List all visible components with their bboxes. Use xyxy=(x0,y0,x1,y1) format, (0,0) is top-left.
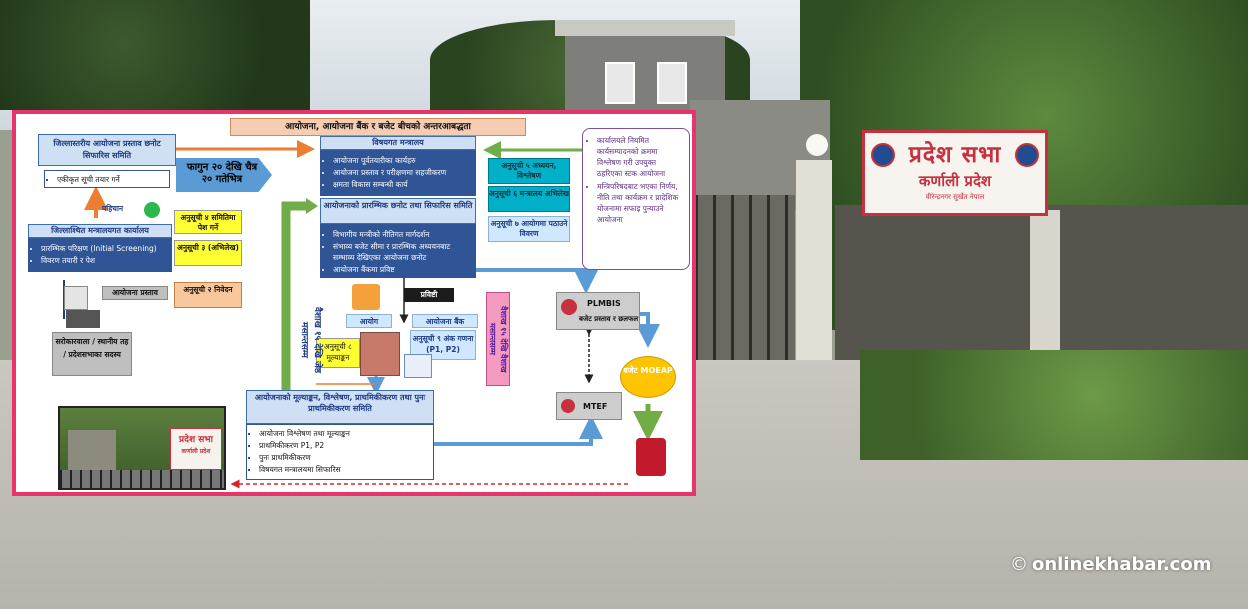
iron-gate xyxy=(695,195,795,360)
watermark-text: onlinekhabar.com xyxy=(1032,554,1212,575)
list-item: एकीकृत सूची तयार गर्ने xyxy=(57,174,165,185)
annex8-label: अनुसूची ८ मूल्याङ्कन xyxy=(316,338,360,368)
sign-title: प्रदेश सभा xyxy=(908,142,1002,168)
inset-gate xyxy=(60,470,224,488)
list-item: कार्यालयले नियमित कार्यसम्पादनको क्रममा … xyxy=(597,135,683,179)
assembly-photo-inset: प्रदेश सभा कर्णाली प्रदेश xyxy=(58,406,226,490)
arrow-ministry-to-plmbis xyxy=(476,268,598,294)
stakeholders-label: सरोकारवाला / स्थानीय तह / प्रदेशसभाका सद… xyxy=(52,332,132,376)
ministry-committee-list: विभागीय मन्त्रीको नीतिगत मार्गदर्शन संभा… xyxy=(320,224,476,278)
annex4-label: अनुसूची ४ समितिमा पेश गर्ने xyxy=(174,210,242,234)
list-item: विभागीय मन्त्रीको नीतिगत मार्गदर्शन xyxy=(333,229,471,240)
inset-sign-title: प्रदेश सभा xyxy=(179,435,213,445)
plmbis-label: PLMBIS xyxy=(587,299,621,308)
list-item: आयोजना बैंकमा प्रविष्ट xyxy=(333,264,471,275)
lamp-globe xyxy=(806,134,828,156)
date-range-arrow: फागुन २० देखि चैत्र २० गतेभित्र xyxy=(176,158,272,192)
ministry-list: आयोजना पूर्वतयारीका कार्यहरु आयोजना प्रस… xyxy=(320,150,476,196)
house-window xyxy=(605,62,635,104)
computer-user-icon xyxy=(352,284,380,310)
list-item: पुनः प्राथमिकीकरण xyxy=(259,452,429,463)
gate-pillar xyxy=(796,160,832,370)
arrow-eval-to-mtef xyxy=(434,415,603,446)
list-item: आयोजना विश्लेषण तथा मूल्याङ्कन xyxy=(259,428,429,439)
annex5-label: अनुसूची ५ अध्ययन, विश्लेषण xyxy=(488,158,570,184)
annex9-label: अनुसूची ९ अंक गणना (P1, P2) xyxy=(410,330,476,360)
house-roof xyxy=(555,20,735,36)
identification-label: पहिचान xyxy=(102,204,124,213)
emblem-icon xyxy=(561,299,577,315)
list-item: आयोजना पूर्वतयारीका कार्यहरु xyxy=(333,155,471,166)
annex2-label: अनुसूची २ निवेदन xyxy=(174,282,242,308)
assembly-sign: प्रदेश सभा कर्णाली प्रदेश वीरेन्द्रनगर स… xyxy=(862,130,1048,216)
refresh-icon xyxy=(144,202,160,218)
list-item: विषयगत मन्त्रालयमा सिफारिस xyxy=(259,464,429,475)
list-item: आयोजना प्रस्ताव र परीक्षणमा सहजीकरण xyxy=(333,167,471,178)
annex3-label: अनुसूची ३ (अभिलेख) xyxy=(174,240,242,266)
district-office-list: प्रारम्भिक परिक्षण (Initial Screening) व… xyxy=(28,238,172,272)
sign-address: वीरेन्द्रनगर सुर्खेत नेपाल xyxy=(925,193,985,201)
project-bank-label: आयोजना बैंक xyxy=(412,314,478,328)
plmbis-box: PLMBIS बजेट प्रस्ताव र छलफल xyxy=(556,292,640,330)
emblem-icon xyxy=(561,399,575,413)
ministry-title: विषयगत मन्त्रालय xyxy=(320,136,476,150)
evaluation-committee-title: आयोजनाको मूल्याङ्कन, विश्लेषण, प्राथमिकी… xyxy=(246,390,434,424)
annex7-label: अनुसूची ७ आयोगमा पठाउने विवरण xyxy=(488,216,570,242)
project-proposal-label: आयोजना प्रस्ताव xyxy=(102,286,168,300)
district-committee-list: एकीकृत सूची तयार गर्ने xyxy=(44,170,170,188)
flow-diagram: आयोजना, आयोजना बैंक र बजेट बीचको अन्तरआब… xyxy=(12,110,696,496)
list-item: प्रारम्भिक परिक्षण (Initial Screening) xyxy=(41,243,167,254)
inset-sign-subtitle: कर्णाली प्रदेश xyxy=(181,448,211,455)
list-item: मन्त्रिपरिषदबाट भएका निर्णय, नीति तथा का… xyxy=(597,181,683,225)
ministry-committee-title: आयोजनाको प्रारम्भिक छनोट तथा सिफारिस समि… xyxy=(320,198,476,224)
emblem-icon xyxy=(1015,143,1039,167)
vaishakh-window: वैशाख १५ देखि वैशाख मसान्तसम्म xyxy=(486,292,510,386)
emblem-icon xyxy=(871,143,895,167)
plmbis-subtitle: बजेट प्रस्ताव र छलफल xyxy=(579,315,639,323)
building-icon xyxy=(66,310,100,328)
flow-arrows xyxy=(63,140,663,489)
list-item: प्राथमिकीकरण P1, P2 xyxy=(259,440,429,451)
sign-subtitle: कर्णाली प्रदेश xyxy=(918,172,992,190)
mtef-label: MTEF xyxy=(583,402,608,411)
moeap-circle: बजेट MOEAP xyxy=(620,356,676,398)
parliament-member-icon xyxy=(636,438,666,476)
arrow-eval-to-ministry xyxy=(281,201,308,396)
gate-pillar xyxy=(1030,210,1060,360)
diagram-title: आयोजना, आयोजना बैंक र बजेट बीचको अन्तरआब… xyxy=(230,118,526,136)
chart-icon xyxy=(404,354,432,378)
trees-left xyxy=(0,0,310,110)
list-item: संभाव्य बजेट सीमा र प्रारम्भिक अध्ययनबाट… xyxy=(333,241,471,263)
copyright-icon: © xyxy=(1010,554,1028,575)
grass xyxy=(860,350,1248,460)
house-window xyxy=(657,62,687,104)
commission-label: आयोग xyxy=(346,314,392,328)
notes-panel: कार्यालयले नियमित कार्यसम्पादनको क्रममा … xyxy=(582,128,690,270)
baisakh-deadline: वैशाख १५ देखि जेष्ठ मसान्तसम्म xyxy=(299,306,322,374)
document-icon xyxy=(64,286,88,310)
list-item: क्षमता विकास सम्बन्धी कार्य xyxy=(333,179,471,190)
annex6-label: अनुसूची ६ मन्त्रालय अभिलेख xyxy=(488,186,570,212)
evaluation-committee-list: आयोजना विश्लेषण तथा मूल्याङ्कन प्राथमिकी… xyxy=(246,424,434,480)
office-building-icon xyxy=(360,332,400,376)
watermark: ©onlinekhabar.com xyxy=(1010,554,1211,575)
inset-sign: प्रदेश सभा कर्णाली प्रदेश xyxy=(170,428,222,470)
list-item: विवरण तयारी र पेश xyxy=(41,255,167,266)
district-committee-title: जिल्लास्तरीय आयोजना प्रस्ताव छनोट सिफारि… xyxy=(38,134,176,166)
district-office-title: जिल्लाश्थित मन्त्रालयगत कार्यालय xyxy=(28,224,172,238)
arrow-head xyxy=(306,198,318,214)
mtef-box: MTEF xyxy=(556,392,622,420)
entry-label: प्रविष्टी xyxy=(404,288,454,302)
